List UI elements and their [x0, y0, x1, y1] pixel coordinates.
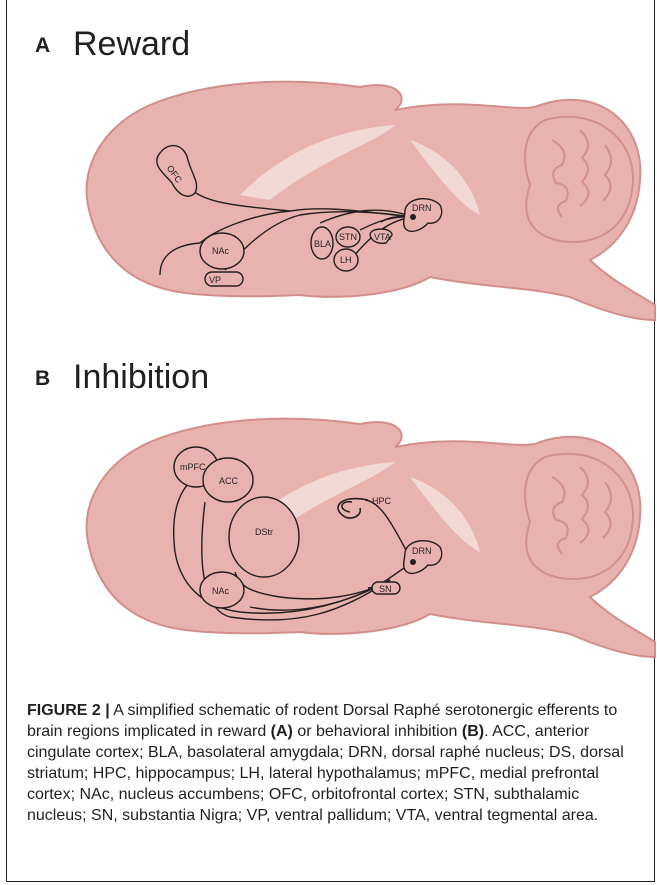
nac-label: NAc: [212, 246, 230, 256]
panel-a-brain-diagram: OFC NAc VP BLA STN LH VTA DRN: [0, 65, 657, 325]
panel-b-brain-diagram: mPFC ACC DStr NAc HPC DRN SN: [0, 402, 657, 662]
vp-label: VP: [209, 275, 221, 285]
panel-a-letter: A: [35, 34, 50, 58]
sn-label: SN: [379, 584, 392, 594]
caption-ref-a: (A): [271, 723, 293, 740]
acc-label: ACC: [219, 476, 239, 486]
dstr-region: [229, 497, 299, 577]
drn-label: DRN: [412, 546, 432, 556]
caption-label: FIGURE 2 |: [27, 702, 110, 719]
drn-origin-dot: [410, 559, 416, 565]
hpc-label: HPC: [372, 496, 392, 506]
dstr-label: DStr: [255, 527, 273, 537]
lh-label: LH: [340, 255, 352, 265]
figure-caption: FIGURE 2 | A simplified schematic of rod…: [27, 700, 642, 826]
vta-label: VTA: [374, 232, 391, 242]
nac-label: NAc: [212, 586, 230, 596]
stn-label: STN: [339, 232, 357, 242]
caption-ref-b: (B): [462, 723, 484, 740]
bla-label: BLA: [314, 239, 331, 249]
panel-a-title: Reward: [73, 25, 190, 64]
brain-outline: [87, 419, 655, 657]
drn-origin-dot: [410, 214, 416, 220]
brain-outline: [87, 82, 655, 320]
caption-text-2: or behavioral inhibition: [293, 723, 462, 740]
panel-b-letter: B: [35, 367, 50, 391]
panel-b-title: Inhibition: [73, 358, 209, 397]
drn-label: DRN: [412, 203, 432, 213]
mpfc-label: mPFC: [180, 462, 206, 472]
